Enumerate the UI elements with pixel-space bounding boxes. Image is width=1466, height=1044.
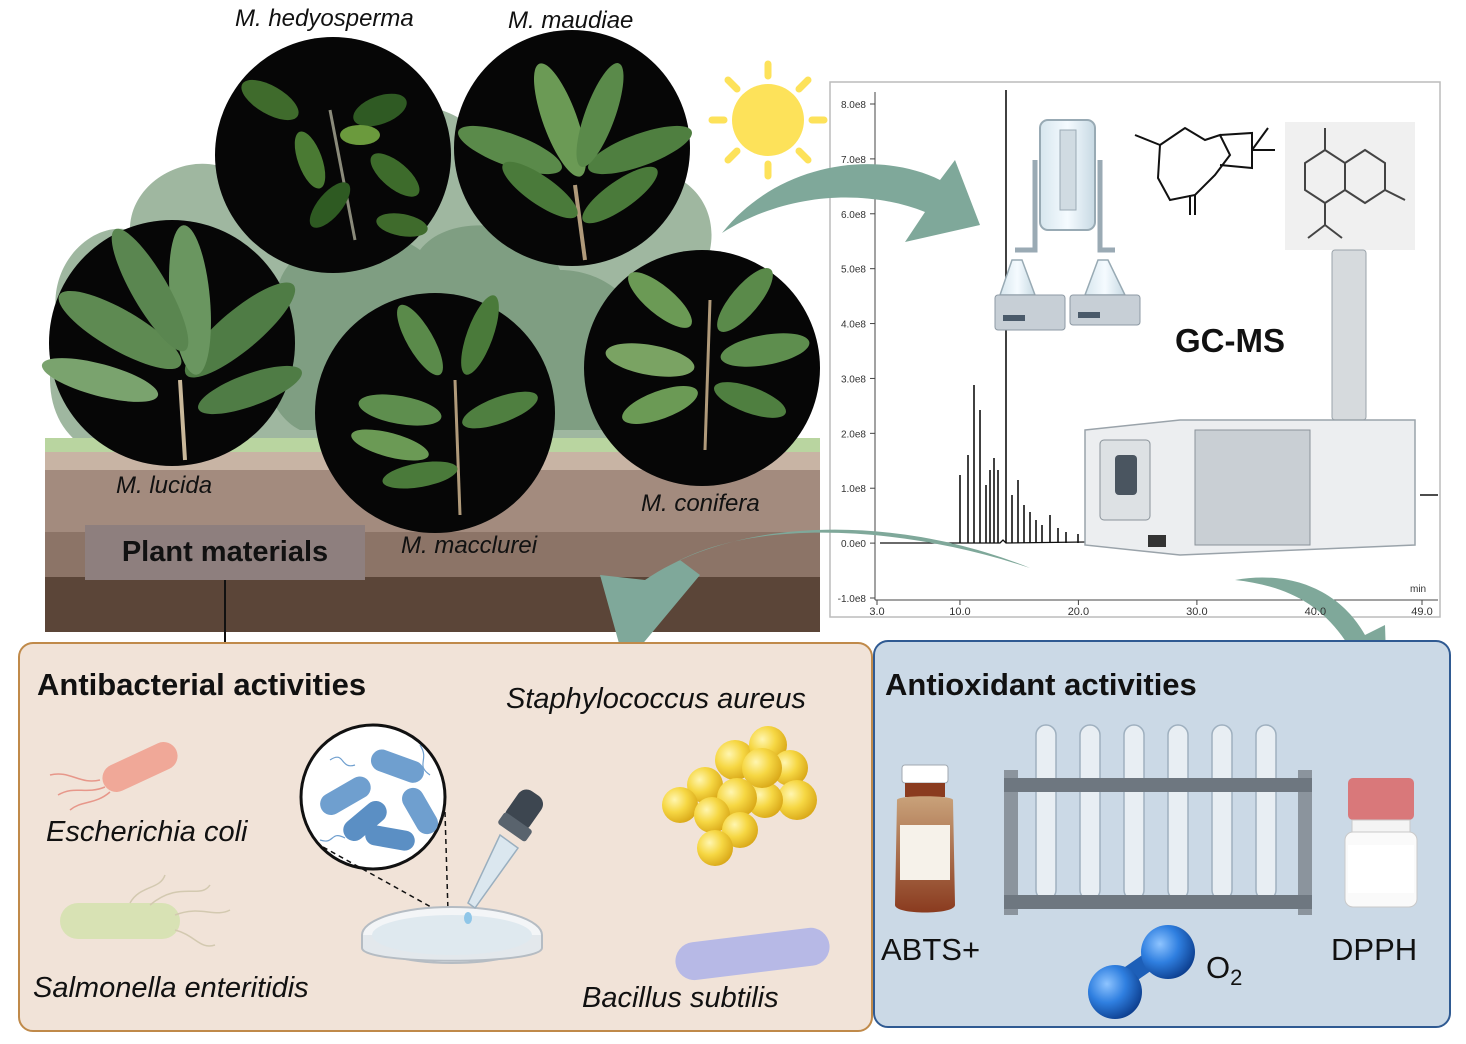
y-tick-label: 6.0e8 xyxy=(841,210,866,221)
y-tick-label: 5.0e8 xyxy=(841,265,866,276)
x-tick-label: 40.0 xyxy=(1305,606,1326,618)
y-tick-label: 7.0e8 xyxy=(841,155,866,166)
y-tick-label: -1.0e8 xyxy=(838,594,867,605)
plant-materials-label: Plant materials xyxy=(121,536,329,568)
label-lucida: M. lucida xyxy=(116,472,213,499)
label-maudiae: M. maudiae xyxy=(508,7,634,34)
staphylococcus-cluster-icon xyxy=(662,726,817,866)
y-tick-label: 1.0e8 xyxy=(841,484,866,495)
x-unit-label: min xyxy=(1410,584,1426,595)
label-hedyosperma: M. hedyosperma xyxy=(235,5,414,32)
dpph-bottle-icon xyxy=(1344,778,1418,908)
bacillus-bacterium-icon xyxy=(675,927,830,981)
label-staphylococcus: Staphylococcus aureus xyxy=(506,683,806,715)
leaf-photo-conifera xyxy=(584,250,820,486)
x-tick-label: 30.0 xyxy=(1186,606,1207,618)
label-bacillus: Bacillus subtilis xyxy=(582,982,779,1014)
cadinene-structure-icon xyxy=(1285,122,1415,250)
arrow-to-gcms xyxy=(722,160,980,242)
x-tick-label: 20.0 xyxy=(1068,606,1089,618)
label-o2-subscript: 2 xyxy=(1230,965,1243,991)
y-tick-label: 2.0e8 xyxy=(841,429,866,440)
leaf-photo-lucida xyxy=(41,220,302,466)
label-salmonella: Salmonella enteritidis xyxy=(33,972,309,1004)
caryophyllene-structure-icon xyxy=(1134,126,1275,215)
hydrodistillation-apparatus-icon xyxy=(994,119,1141,331)
label-dpph: DPPH xyxy=(1331,932,1418,967)
y-tick-label: 8.0e8 xyxy=(841,100,866,111)
y-tick-label: 3.0e8 xyxy=(841,374,866,385)
y-tick-label: 0.0e0 xyxy=(841,539,866,550)
salmonella-bacterium-icon xyxy=(60,874,231,947)
y-tick-label: 4.0e8 xyxy=(841,320,866,331)
x-tick-label: 49.0 xyxy=(1411,606,1432,618)
test-tube-rack-icon xyxy=(1004,724,1312,915)
label-abts: ABTS+ xyxy=(881,932,981,967)
sun-icon xyxy=(708,60,828,180)
microscope-view-icon xyxy=(299,723,449,913)
x-tick-label: 3.0 xyxy=(869,606,884,618)
dropper-icon xyxy=(464,789,544,924)
leaf-photo-macclurei xyxy=(315,293,555,533)
antibacterial-title: Antibacterial activities xyxy=(37,667,367,702)
label-macclurei: M. macclurei xyxy=(401,532,538,559)
petri-dish-icon xyxy=(361,906,543,964)
antibacterial-panel xyxy=(18,642,873,1032)
gc-ms-instrument-icon xyxy=(1084,249,1416,556)
abts-bottle-icon xyxy=(895,764,955,913)
label-o2: O2 xyxy=(1206,950,1242,991)
label-conifera: M. conifera xyxy=(641,490,760,517)
label-ecoli: Escherichia coli xyxy=(46,816,248,848)
ecoli-bacterium-icon xyxy=(49,742,178,811)
label-o2-main: O xyxy=(1206,950,1231,985)
oxygen-molecule-icon xyxy=(1088,925,1195,1019)
antioxidant-panel xyxy=(873,640,1451,1028)
x-tick-label: 10.0 xyxy=(949,606,970,618)
gcms-label: GC-MS xyxy=(1175,322,1285,359)
leaf-photo-maudiae xyxy=(454,30,692,266)
leaf-photo-hedyosperma xyxy=(215,37,451,273)
antioxidant-title: Antioxidant activities xyxy=(885,667,1197,702)
plant-materials-box: Plant materials xyxy=(85,525,365,580)
